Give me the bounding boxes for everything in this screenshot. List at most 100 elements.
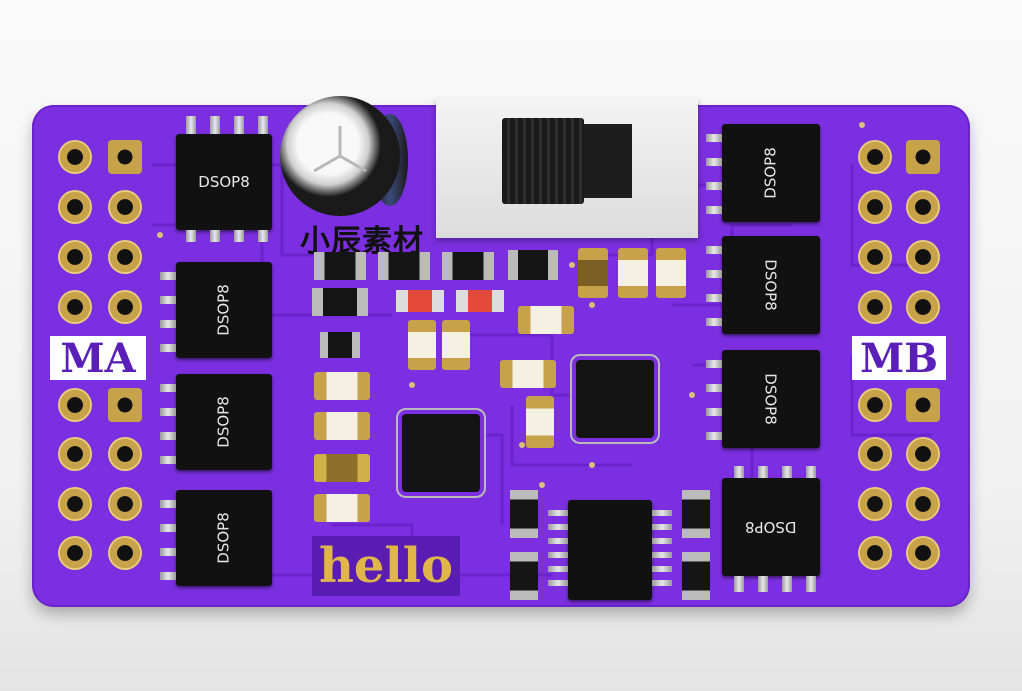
- header-pin: [58, 140, 92, 174]
- header-pin: [108, 290, 142, 324]
- chip-pin: [652, 510, 672, 516]
- dsop8-chip: DSOP8: [176, 262, 272, 358]
- capacitor: [618, 248, 648, 298]
- soic-chip: [568, 500, 652, 600]
- capacitor: [526, 396, 554, 448]
- chip-label: DSOP8: [762, 373, 780, 425]
- chip-pin: [210, 230, 220, 242]
- dsop8-chip: DSOP8: [176, 374, 272, 470]
- dsop8-chip: DSOP8: [722, 124, 820, 222]
- header-pin: [108, 437, 142, 471]
- header-pin: [58, 240, 92, 274]
- chip-pin: [652, 580, 672, 586]
- dsop8-chip: DSOP8: [722, 350, 820, 448]
- capacitor: [518, 306, 574, 334]
- switch-knob[interactable]: [502, 118, 584, 204]
- chip-pin: [652, 538, 672, 544]
- chip-pin: [210, 116, 220, 134]
- chip-pin: [548, 524, 568, 530]
- chip-pin: [706, 182, 722, 190]
- dsop8-chip: DSOP8: [176, 490, 272, 586]
- chip-pin: [160, 524, 176, 532]
- header-pin: [858, 190, 892, 224]
- chip-pin: [706, 206, 722, 214]
- capacitor: [408, 320, 436, 370]
- header-pin: [858, 388, 892, 422]
- capacitor: [656, 248, 686, 298]
- chip-pin: [706, 360, 722, 368]
- chip-pin: [734, 576, 744, 592]
- capacitor: [500, 360, 556, 388]
- resistor: [442, 252, 494, 280]
- header-pin: [858, 437, 892, 471]
- chip-label: DSOP8: [762, 259, 780, 311]
- header-pin: [906, 536, 940, 570]
- transistor: [320, 332, 360, 358]
- header-pin: [108, 240, 142, 274]
- chip-pin: [160, 296, 176, 304]
- chip-label: DSOP8: [215, 512, 233, 564]
- header-label-mb: MB: [852, 335, 946, 382]
- header-pin: [58, 487, 92, 521]
- chip-pin: [706, 408, 722, 416]
- header-pin: [108, 536, 142, 570]
- chip-pin: [706, 384, 722, 392]
- dsop8-chip: DSOP8: [722, 236, 820, 334]
- capacitor: [314, 412, 370, 440]
- chip-label: DSOP8: [762, 147, 780, 199]
- capacitor: [314, 494, 370, 522]
- capacitor-vent-mark: [313, 126, 367, 173]
- header-pin: [858, 536, 892, 570]
- header-pin: [108, 388, 142, 422]
- chip-pin: [706, 294, 722, 302]
- resistor: [314, 252, 366, 280]
- dsop8-chip: DSOP8: [176, 134, 272, 230]
- slide-switch[interactable]: [436, 98, 698, 238]
- chip-label: DSOP8: [745, 518, 797, 536]
- diode: [312, 288, 368, 316]
- chip-pin: [758, 576, 768, 592]
- chip-pin: [160, 432, 176, 440]
- header-pin: [858, 290, 892, 324]
- capacitor: [442, 320, 470, 370]
- resistor: [378, 252, 430, 280]
- header-pin: [906, 190, 940, 224]
- chip-pin: [160, 548, 176, 556]
- header-pin: [108, 140, 142, 174]
- chip-pin: [652, 524, 672, 530]
- header-pin: [858, 140, 892, 174]
- capacitor: [578, 248, 608, 298]
- resistor: [682, 552, 710, 600]
- chip-pin: [160, 408, 176, 416]
- header-pin: [858, 487, 892, 521]
- chip-pin: [706, 432, 722, 440]
- chip-pin: [706, 134, 722, 142]
- chip-pin: [258, 116, 268, 134]
- chip-pin: [258, 230, 268, 242]
- chip-pin: [706, 246, 722, 254]
- chip-pin: [234, 230, 244, 242]
- header-pin: [58, 536, 92, 570]
- chip-pin: [160, 500, 176, 508]
- header-pin: [58, 437, 92, 471]
- chip-pin: [782, 466, 792, 478]
- switch-slot: [584, 124, 632, 198]
- chip-pin: [160, 344, 176, 352]
- header-pin: [58, 190, 92, 224]
- chip-pin: [186, 116, 196, 134]
- header-pin: [108, 487, 142, 521]
- resistor: [510, 552, 538, 600]
- capacitor: [314, 454, 370, 482]
- header-pin: [906, 388, 940, 422]
- header-pin: [906, 437, 940, 471]
- chip-pin: [160, 456, 176, 464]
- capacitor: [314, 372, 370, 400]
- header-pin: [906, 240, 940, 274]
- silkscreen-hello: hello: [312, 536, 460, 596]
- header-pin: [108, 190, 142, 224]
- led: [456, 290, 504, 312]
- resistor: [508, 250, 558, 280]
- chip-pin: [652, 566, 672, 572]
- chip-pin: [548, 580, 568, 586]
- chip-pin: [160, 320, 176, 328]
